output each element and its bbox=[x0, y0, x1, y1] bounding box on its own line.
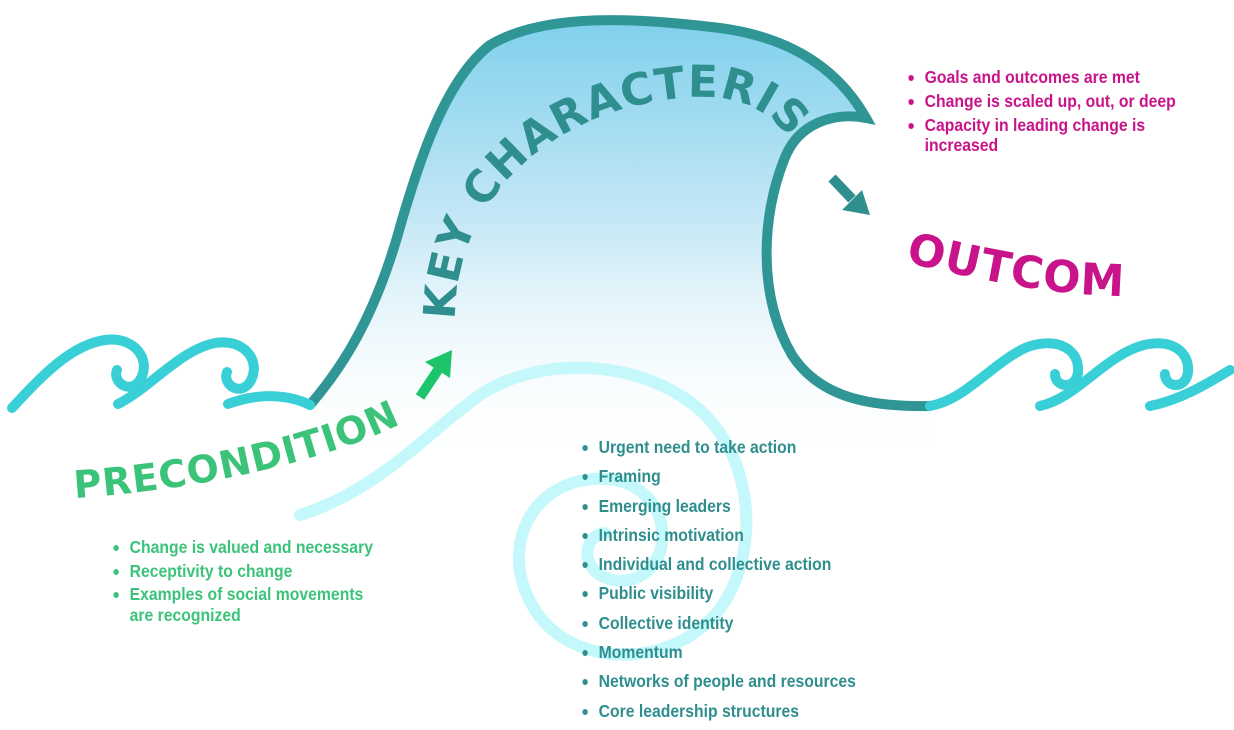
bullet-icon bbox=[582, 679, 588, 686]
bullet-icon bbox=[582, 708, 588, 715]
list-item: Goals and outcomes are met bbox=[903, 67, 1209, 87]
bullet-icon bbox=[582, 474, 588, 481]
big-wave-fill bbox=[310, 20, 930, 471]
list-item: Examples of social movements are recogni… bbox=[108, 584, 391, 626]
left-small-waves bbox=[7, 334, 315, 413]
bullet-icon bbox=[582, 503, 588, 510]
key-characteristics-list: Urgent need to take action Framing Emerg… bbox=[577, 437, 901, 730]
bullet-icon bbox=[582, 650, 588, 657]
list-item: Framing bbox=[577, 466, 901, 487]
bullet-icon bbox=[582, 620, 588, 627]
list-item: Core leadership structures bbox=[577, 701, 901, 722]
list-item: Momentum bbox=[577, 642, 901, 663]
list-item: Individual and collective action bbox=[577, 554, 901, 575]
bullet-icon bbox=[908, 123, 914, 129]
list-item: Networks of people and resources bbox=[577, 671, 901, 692]
bullet-icon bbox=[582, 591, 588, 598]
bullet-icon bbox=[582, 562, 588, 569]
list-item: Emerging leaders bbox=[577, 496, 901, 517]
teal-down-right-arrow-icon bbox=[828, 174, 870, 215]
bullet-icon bbox=[908, 99, 914, 105]
list-item: Urgent need to take action bbox=[577, 437, 901, 458]
background-spiral bbox=[294, 361, 753, 661]
bullet-icon bbox=[582, 532, 588, 539]
big-wave-outline bbox=[305, 15, 935, 412]
outcomes-list: Goals and outcomes are met Change is sca… bbox=[903, 67, 1209, 159]
preconditions-title: PRECONDITIONS bbox=[0, 0, 406, 507]
list-item: Capacity in leading change is increased bbox=[903, 115, 1159, 155]
list-item: Change is scaled up, out, or deep bbox=[903, 91, 1209, 111]
list-item: Collective identity bbox=[577, 613, 901, 634]
list-item: Receptivity to change bbox=[108, 561, 405, 582]
bullet-icon bbox=[113, 568, 119, 575]
list-item: Change is valued and necessary bbox=[108, 537, 405, 558]
bullet-icon bbox=[908, 75, 914, 81]
green-up-right-arrow-icon bbox=[415, 350, 452, 400]
right-small-waves bbox=[925, 338, 1234, 411]
preconditions-list: Change is valued and necessary Receptivi… bbox=[108, 537, 405, 629]
list-item: Intrinsic motivation bbox=[577, 525, 901, 546]
bullet-icon bbox=[113, 592, 119, 598]
bullet-icon bbox=[113, 545, 119, 551]
list-item: Public visibility bbox=[577, 583, 901, 604]
bullet-icon bbox=[582, 445, 588, 451]
